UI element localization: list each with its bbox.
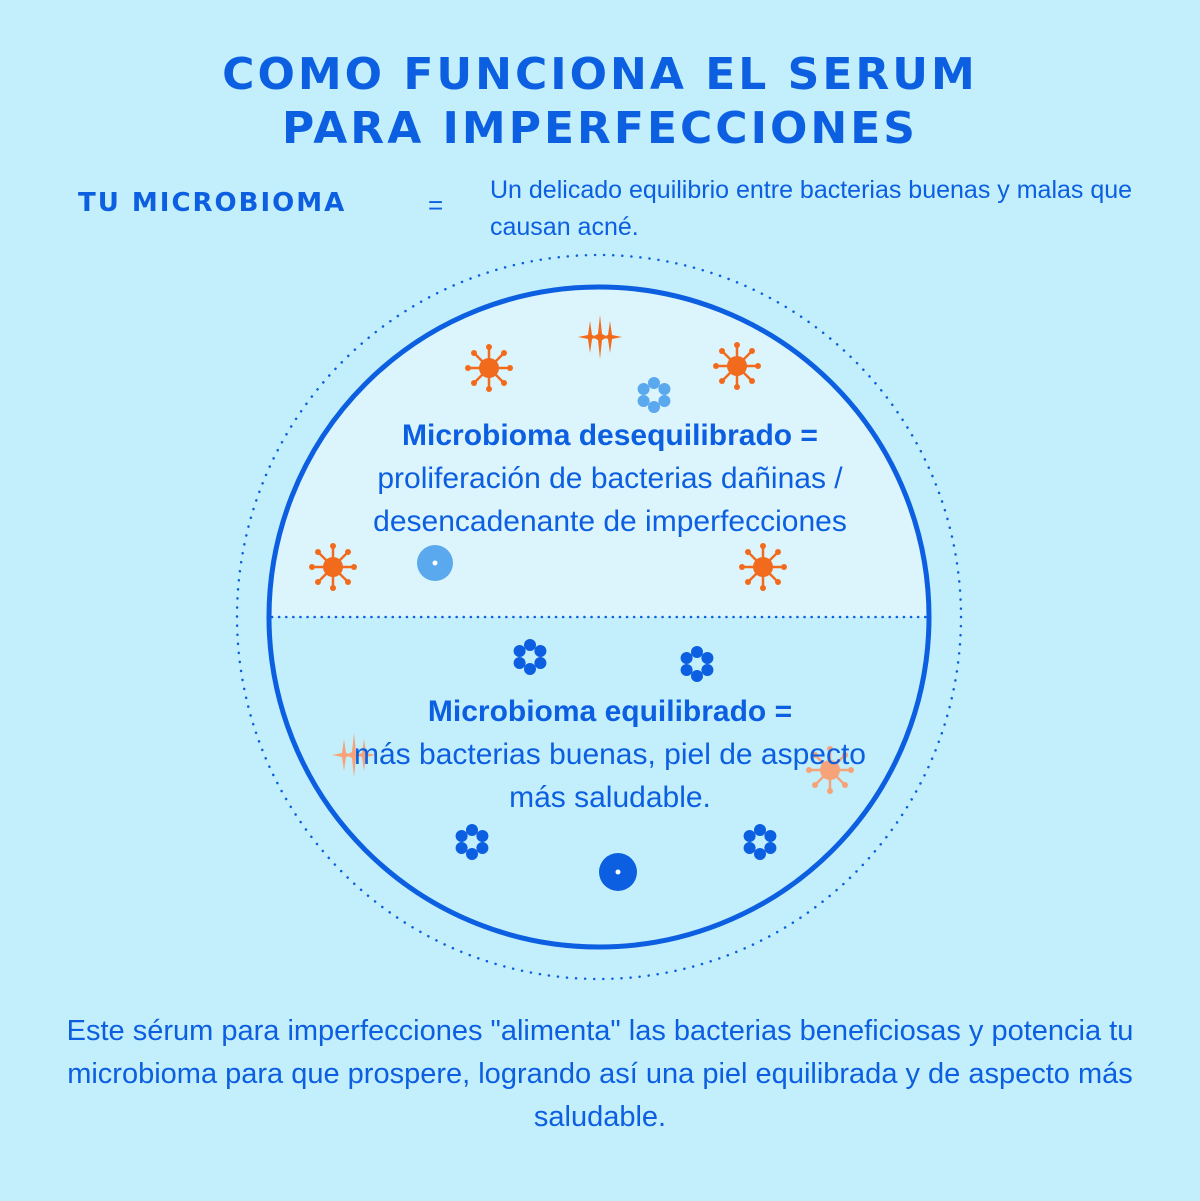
unbalanced-heading: Microbioma desequilibrado =	[402, 419, 818, 452]
page-title: COMO FUNCIONA EL SERUM PARA IMPERFECCION…	[0, 48, 1200, 156]
microbioma-equals: =	[428, 190, 444, 220]
orange-virus-icon	[737, 541, 789, 593]
title-line-1: COMO FUNCIONA EL SERUM	[222, 49, 978, 100]
microbioma-description: Un delicado equilibrio entre bacterias b…	[490, 176, 1133, 241]
unbalanced-text: Microbioma desequilibrado = proliferació…	[320, 414, 900, 543]
orange-virus-icon	[463, 342, 515, 394]
unbalanced-body: proliferación de bacterias dañinas / des…	[373, 462, 847, 538]
blue-dot-cell-icon	[417, 545, 453, 581]
blue-flower-icon	[455, 824, 489, 860]
blue-flower-icon	[743, 824, 777, 860]
blue-flower-icon	[680, 646, 714, 682]
microbiome-circle	[266, 284, 932, 950]
balanced-text: Microbioma equilibrado = más bacterias b…	[340, 690, 880, 819]
balanced-heading: Microbioma equilibrado =	[427, 695, 793, 728]
outer-dotted-ring	[235, 253, 963, 981]
blue-flower-icon	[513, 639, 547, 675]
orange-virus-icon	[711, 340, 763, 392]
microbioma-label: TU MICROBIOMA	[78, 188, 347, 218]
footer-text: Este sérum para imperfecciones "alimenta…	[66, 1015, 1134, 1133]
orange-virus-icon	[307, 541, 359, 593]
balanced-body: más bacterias buenas, piel de aspecto má…	[354, 738, 866, 814]
blue-dot-cell-icon	[599, 853, 637, 891]
title-line-2: PARA IMPERFECCIONES	[282, 103, 918, 154]
